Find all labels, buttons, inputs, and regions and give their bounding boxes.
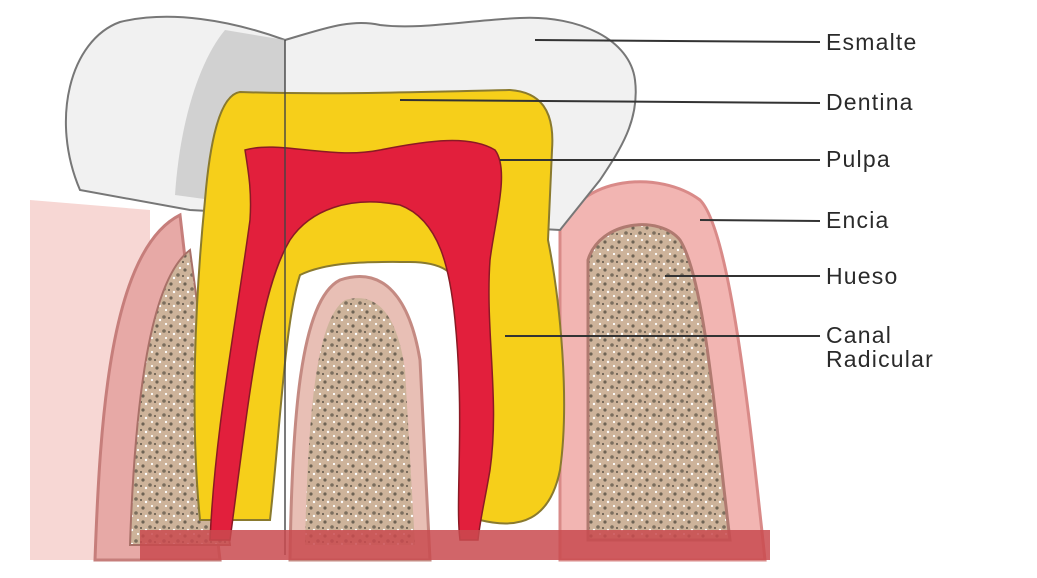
label-encia: Encia [826, 208, 890, 232]
label-esmalte: Esmalte [826, 30, 917, 54]
leader-encia [700, 220, 820, 221]
label-pulpa: Pulpa [826, 147, 891, 171]
base-tissue [140, 530, 770, 560]
label-canal-radicular: Canal Radicular [826, 323, 934, 371]
label-hueso: Hueso [826, 264, 898, 288]
label-canal-line1: Canal [826, 323, 934, 347]
label-dentina: Dentina [826, 90, 914, 114]
label-canal-line2: Radicular [826, 347, 934, 371]
